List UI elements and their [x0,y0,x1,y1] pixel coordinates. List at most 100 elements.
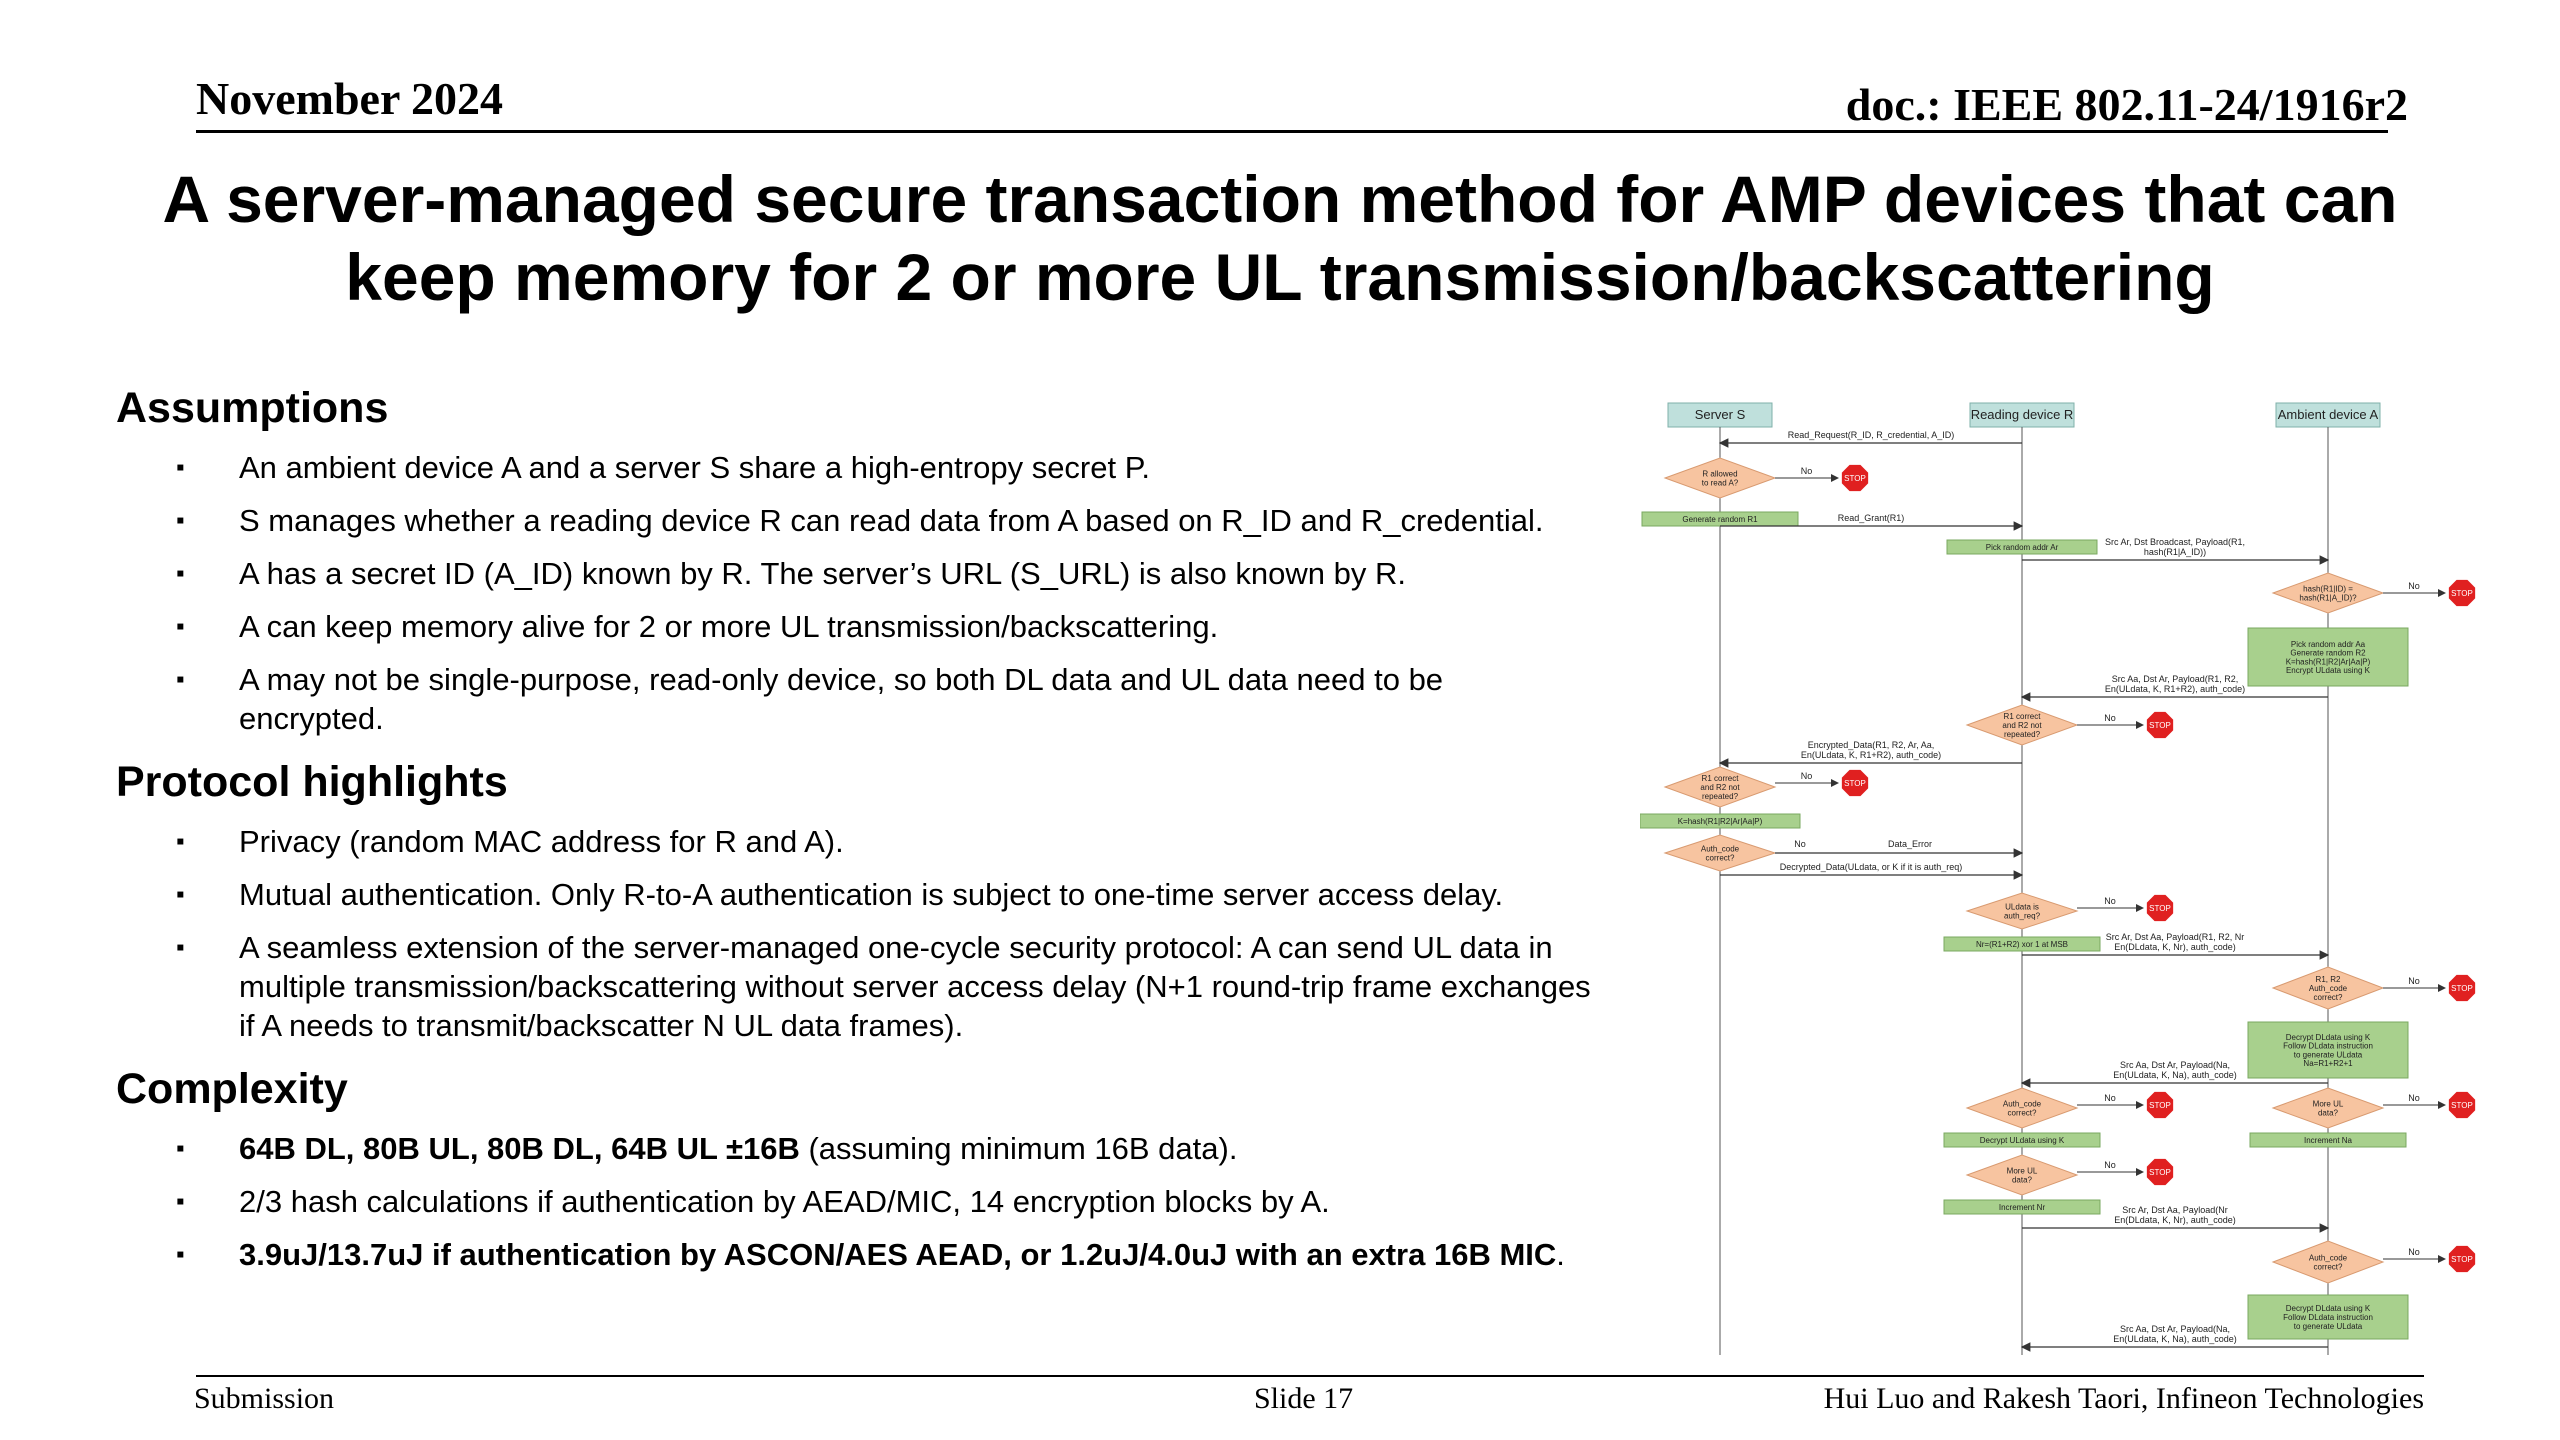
header-divider [196,130,2388,133]
stop-icon [2145,710,2175,740]
stop-icon [2145,1090,2175,1120]
decision-node [1965,1087,2079,1129]
header-date: November 2024 [196,73,504,124]
header-doc-id: doc.: IEEE 802.11-24/1916r2 [1845,79,2408,130]
process-label: Increment Na [2304,1136,2353,1145]
process-box [1943,1132,2101,1148]
no-label: No [1801,771,1813,781]
highlight-item: Mutual authentication. Only R-to-A authe… [116,875,1596,914]
assumption-item: S manages whether a reading device R can… [116,501,1596,540]
decision-label: hash(R1|ID) =hash(R1|A_ID)? [2299,585,2357,603]
highlight-item: A seamless extension of the server-manag… [116,928,1596,1045]
complexity-item: 2/3 hash calculations if authentication … [116,1182,1596,1221]
process-label: Decrypt ULdata using K [1980,1136,2065,1145]
stop-icon [2447,1244,2477,1274]
slide-title: A server-managed secure transaction meth… [162,162,2398,314]
no-label: No [1794,839,1806,849]
highlight-item: Privacy (random MAC address for R and A)… [116,822,1596,861]
lane-header [1969,402,2075,428]
highlights-heading: Protocol highlights [116,758,508,806]
lane-label: Reading device R [1971,407,2074,422]
stop-icon [1840,768,1870,798]
assumptions-heading: Assumptions [116,384,389,432]
stop-label: STOP [2149,721,2171,730]
stop-icon [2447,578,2477,608]
footer-slide-number: Slide 17 [1254,1382,1354,1415]
complexity-heading: Complexity [116,1065,348,1113]
decision-node [2271,1240,2385,1284]
stop-label: STOP [2451,1101,2473,1110]
decision-node [1663,766,1777,808]
message-label: Src Aa, Dst Ar, Payload(R1, R2,En(ULdata… [2105,674,2245,694]
footer-submission: Submission [194,1382,335,1415]
highlights-list: Privacy (random MAC address for R and A)… [116,822,1596,1045]
lane-header [2275,402,2381,428]
stop-label: STOP [1844,474,1866,483]
stop-label: STOP [2149,1168,2171,1177]
message-label: Src Aa, Dst Ar, Payload(Na,En(ULdata, K,… [2113,1060,2237,1080]
lane-label: Ambient device A [2278,407,2379,422]
message-label: Decrypted_Data(ULdata, or K if it is aut… [1780,862,1963,872]
stop-icon [2145,893,2175,923]
process-label: Nr=(R1+R2) xor 1 at MSB [1976,940,2068,949]
decision-node [2271,1087,2385,1129]
assumption-item: A has a secret ID (A_ID) known by R. The… [116,554,1596,593]
stop-icon [2145,1157,2175,1187]
process-label: Pick random addr Ar [1986,543,2059,552]
footer-divider [196,1375,2424,1377]
decision-node [1965,892,2079,930]
assumptions-list: An ambient device A and a server S share… [116,448,1596,738]
assumption-item: A can keep memory alive for 2 or more UL… [116,607,1596,646]
complexity-list: 64B DL, 80B UL, 80B DL, 64B UL ±16B (ass… [116,1129,1596,1274]
process-box [1946,539,2098,555]
complexity-item: 3.9uJ/13.7uJ if authentication by ASCON/… [116,1235,1596,1274]
no-label: No [2408,1093,2420,1103]
no-label: No [2104,896,2116,906]
stop-icon [2447,973,2477,1003]
no-label: No [2408,581,2420,591]
stop-label: STOP [2451,984,2473,993]
complexity-item-rest: (assuming minimum 16B data). [799,1131,1238,1166]
process-box [1943,1199,2101,1215]
complexity-item-end: . [1556,1237,1565,1272]
message-label: Data_Error [1888,839,1932,849]
process-box [2249,1132,2407,1148]
stop-label: STOP [2149,1101,2171,1110]
stop-label: STOP [2451,1255,2473,1264]
complexity-item: 64B DL, 80B UL, 80B DL, 64B UL ±16B (ass… [116,1129,1596,1168]
process-label: Generate random R1 [1682,515,1758,524]
stop-label: STOP [2451,589,2473,598]
no-label: No [2408,1247,2420,1257]
process-label: Increment Nr [1999,1203,2046,1212]
no-label: No [2104,713,2116,723]
process-box [1640,813,1801,829]
assumption-item: A may not be single-purpose, read-only d… [116,660,1596,738]
process-box [2247,1021,2409,1079]
message-label: Src Ar, Dst Broadcast, Payload(R1,hash(R… [2105,537,2245,557]
footer-authors: Hui Luo and Rakesh Taori, Infineon Techn… [1823,1382,2424,1415]
no-label: No [2408,976,2420,986]
decision-node [1965,1154,2079,1196]
stop-label: STOP [1844,779,1866,788]
complexity-item-bold: 64B DL, 80B UL, 80B DL, 64B UL ±16B [239,1131,800,1166]
stop-label: STOP [2149,904,2171,913]
no-label: No [1801,466,1813,476]
process-label: K=hash(R1|R2|Ar|Aa|P) [1678,817,1763,826]
stop-icon [2447,1090,2477,1120]
message-label: Read_Request(R_ID, R_credential, A_ID) [1788,430,1955,440]
message-label: Read_Grant(R1) [1838,513,1905,523]
